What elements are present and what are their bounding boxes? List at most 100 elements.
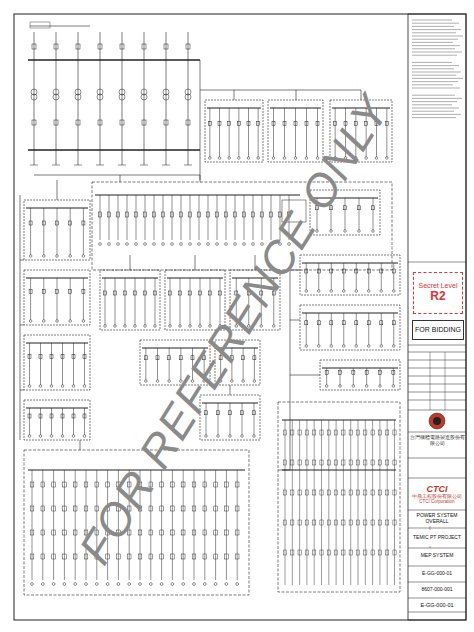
breaker-symbol [335,550,338,555]
wire [188,32,189,165]
breaker-symbol [305,520,308,525]
transformer-symbol [317,345,320,348]
panel-outline [24,400,90,440]
breaker-symbol [154,291,157,295]
wire [57,180,58,200]
wire [278,470,290,471]
breaker-symbol [149,530,153,535]
breaker-symbol [392,371,395,375]
wire [336,420,337,585]
wire [412,78,463,79]
wire [412,68,454,69]
wire [326,368,327,385]
wire [381,313,382,345]
breaker-symbol [124,291,127,295]
breaker-symbol [283,550,286,555]
wire [234,90,361,91]
wire [318,263,319,290]
breaker-symbol [214,506,218,511]
wire [73,343,74,385]
wire [155,278,156,325]
breaker-symbol [135,212,138,217]
transformer-symbol [330,345,333,348]
wire [412,62,452,63]
panel-outline [205,100,263,162]
breaker-symbol [253,356,256,360]
wire [80,440,81,450]
transformer-symbol [85,583,88,586]
transformer-symbol [119,94,125,100]
breaker-symbol [298,460,301,465]
breaker-symbol [41,482,45,487]
breaker-symbol [217,411,220,415]
breaker-symbol [298,490,301,495]
breaker-symbol [355,321,358,325]
breaker-symbol [225,530,229,535]
cell-text: Secret Level [419,282,458,290]
breaker-symbol [52,506,56,511]
wire [136,195,137,240]
wire [166,32,167,165]
breaker-symbol [243,212,246,217]
breaker-symbol [386,490,389,495]
breaker-symbol [203,554,207,559]
breaker-symbol [241,411,244,415]
transformer-symbol [229,435,232,438]
cell-text: MEP SYSTEM [421,553,454,559]
wire [412,81,458,82]
breaker-symbol [73,482,77,487]
wire [217,195,218,240]
breaker-symbol [356,490,359,495]
wire [74,165,82,166]
wire [306,313,307,345]
breaker-symbol [380,269,383,273]
wire [292,420,293,585]
breaker-symbol [356,430,359,435]
wire [328,420,329,585]
wire [412,117,456,118]
transformer-symbol [367,345,370,348]
wire [412,84,453,85]
wire [130,255,131,270]
wire [408,368,466,369]
wire [226,470,227,580]
transformer-symbol [247,157,250,160]
breaker-symbol [69,221,72,225]
wire [190,278,191,325]
transformer-symbol [379,385,382,388]
breaker-symbol [39,414,42,418]
breaker-symbol [342,550,345,555]
cell-text: POWER SYSTEM OVERALL [409,513,465,525]
breaker-symbol [371,490,374,495]
breaker-symbol [144,291,147,295]
breaker-symbol [63,554,67,559]
wire [306,263,307,290]
wire [34,32,35,165]
transformer-symbol [372,230,375,233]
breaker-symbol [320,550,323,555]
breaker-symbol [291,430,294,435]
wire [258,108,259,157]
wire [248,108,249,157]
wire [194,470,195,580]
transformer-symbol [134,325,137,328]
transformer-symbol [163,94,169,100]
transformer-symbol [253,435,256,438]
title-cell: 台灣積體電路製造股份有限公司 [409,434,465,447]
breaker-symbol [171,212,174,217]
breaker-symbol [371,520,374,525]
breaker-symbol [168,356,171,360]
wire [284,108,285,157]
breaker-symbol [54,120,58,125]
breaker-symbol [342,321,345,325]
transformer-symbol [358,230,361,233]
breaker-symbol [32,120,36,125]
wire [43,278,44,320]
breaker-symbol [203,506,207,511]
breaker-symbol [372,206,375,210]
breaker-symbol [171,482,175,487]
transformer-symbol [139,583,142,586]
breaker-symbol [189,212,192,217]
transformer-symbol [283,157,286,160]
wire [408,400,466,401]
